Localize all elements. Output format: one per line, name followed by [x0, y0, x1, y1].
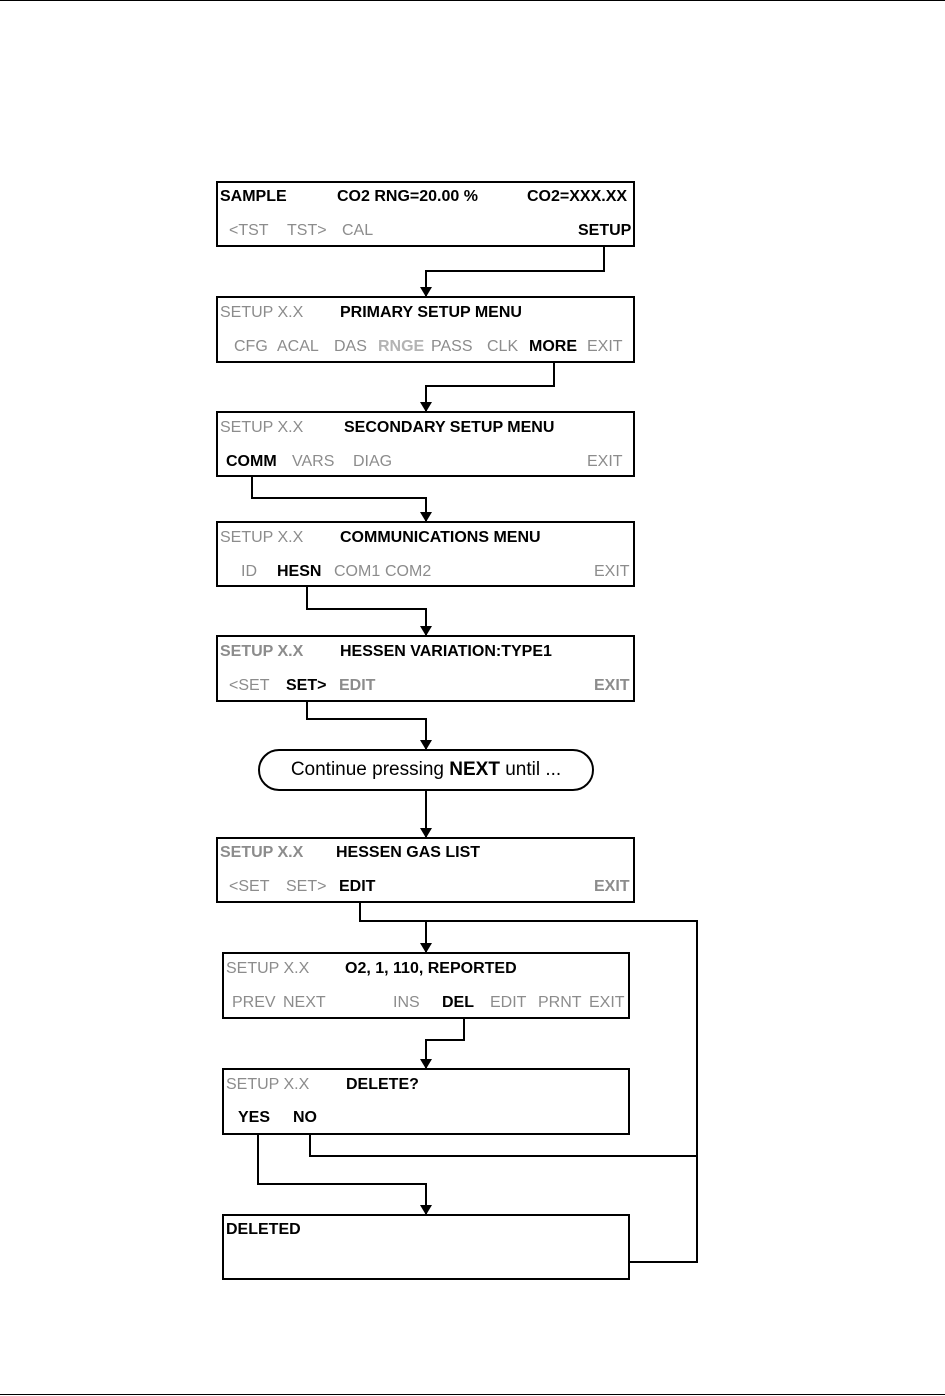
delete-label: SETUP X.X	[226, 1076, 310, 1093]
arrow-hesn-to-hessen-variation	[306, 583, 432, 636]
screen-secondary-setup	[216, 411, 635, 477]
menu-exit-variation[interactable]: EXIT	[594, 677, 630, 694]
return-line-no	[309, 1128, 697, 1157]
hessen-variation-title: HESSEN VARIATION:TYPE1	[340, 643, 552, 660]
menu-no[interactable]: NO	[293, 1109, 317, 1126]
screen-primary-setup	[216, 296, 635, 363]
arrow-edit-to-gas-entry	[359, 898, 432, 953]
top-rule	[0, 0, 945, 1]
arrow-del-to-delete-confirm	[420, 1013, 465, 1069]
menu-diag[interactable]: DIAG	[353, 453, 393, 470]
menu-next[interactable]: NEXT	[283, 994, 326, 1011]
communications-title: COMMUNICATIONS MENU	[340, 529, 541, 546]
menu-vars[interactable]: VARS	[292, 453, 335, 470]
menu-exit-primary[interactable]: EXIT	[587, 338, 623, 355]
arrow-yes-to-deleted	[257, 1128, 432, 1215]
menu-id[interactable]: ID	[241, 563, 257, 580]
secondary-label: SETUP X.X	[220, 419, 304, 436]
secondary-title: SECONDARY SETUP MENU	[344, 419, 555, 436]
screen-hessen-variation	[216, 635, 635, 702]
screen-communications	[216, 521, 635, 587]
menu-exit-entry[interactable]: EXIT	[589, 994, 625, 1011]
menu-prev[interactable]: PREV	[232, 994, 276, 1011]
menu-more[interactable]: MORE	[529, 338, 577, 355]
arrow-more-to-secondary	[420, 362, 555, 412]
continue-suffix: until ...	[499, 759, 562, 780]
arrow-set-to-continue-note	[306, 697, 432, 750]
menu-edit-entry[interactable]: EDIT	[490, 994, 527, 1011]
menu-yes[interactable]: YES	[238, 1109, 271, 1126]
screen-gas-entry	[222, 952, 630, 1019]
menu-set-next[interactable]: SET>	[286, 677, 327, 694]
menu-edit-variation[interactable]: EDIT	[339, 677, 376, 694]
gas-entry-title: O2, 1, 110, REPORTED	[345, 960, 517, 977]
screen-hessen-gas-list	[216, 837, 635, 903]
menu-comm[interactable]: COMM	[226, 453, 277, 470]
menu-hesn[interactable]: HESN	[277, 563, 322, 580]
return-line-edit-right	[426, 920, 698, 1263]
menu-edit-gas[interactable]: EDIT	[339, 878, 376, 895]
menu-pass[interactable]: PASS	[431, 338, 473, 355]
bottom-rule	[0, 1394, 945, 1395]
menu-exit-gas[interactable]: EXIT	[594, 878, 630, 895]
menu-setup[interactable]: SETUP	[578, 222, 632, 239]
gas-list-label: SETUP X.X	[220, 844, 304, 861]
sample-value: CO2=XXX.XX	[527, 188, 628, 205]
hessen-variation-label: SETUP X.X	[220, 643, 304, 660]
continue-key: NEXT	[449, 759, 500, 780]
continue-prefix: Continue pressing	[290, 759, 450, 780]
menu-clk[interactable]: CLK	[487, 338, 519, 355]
menu-set-prev-gas[interactable]: <SET	[229, 878, 270, 895]
menu-com1[interactable]: COM1	[334, 563, 381, 580]
menu-acal[interactable]: ACAL	[277, 338, 319, 355]
menu-com2[interactable]: COM2	[385, 563, 432, 580]
delete-title: DELETE?	[346, 1076, 419, 1093]
menu-tst-next[interactable]: TST>	[287, 222, 327, 239]
menu-exit-secondary[interactable]: EXIT	[587, 453, 623, 470]
gas-entry-label: SETUP X.X	[226, 960, 310, 977]
menu-rnge[interactable]: RNGE	[378, 338, 425, 355]
communications-label: SETUP X.X	[220, 529, 304, 546]
menu-ins[interactable]: INS	[393, 994, 420, 1011]
menu-cfg[interactable]: CFG	[234, 338, 268, 355]
primary-title: PRIMARY SETUP MENU	[340, 304, 522, 321]
menu-das[interactable]: DAS	[334, 338, 367, 355]
menu-set-next-gas[interactable]: SET>	[286, 878, 327, 895]
menu-set-prev[interactable]: <SET	[229, 677, 270, 694]
arrow-comm-to-communications	[251, 476, 432, 522]
screen-deleted	[222, 1214, 630, 1280]
sample-range: CO2 RNG=20.00 %	[337, 188, 478, 205]
primary-label: SETUP X.X	[220, 304, 304, 321]
screen-delete-confirm	[222, 1068, 630, 1135]
continue-note: Continue pressing NEXT until ...	[258, 749, 594, 791]
screen-sample	[216, 181, 635, 247]
menu-tst-prev[interactable]: <TST	[229, 222, 269, 239]
menu-exit-communications[interactable]: EXIT	[594, 563, 630, 580]
arrow-setup-to-primary	[420, 243, 605, 297]
menu-del[interactable]: DEL	[442, 994, 474, 1011]
sample-title: SAMPLE	[220, 188, 287, 205]
deleted-title: DELETED	[226, 1221, 301, 1238]
gas-list-title: HESSEN GAS LIST	[336, 844, 481, 861]
menu-prnt[interactable]: PRNT	[538, 994, 582, 1011]
menu-cal[interactable]: CAL	[342, 222, 374, 239]
